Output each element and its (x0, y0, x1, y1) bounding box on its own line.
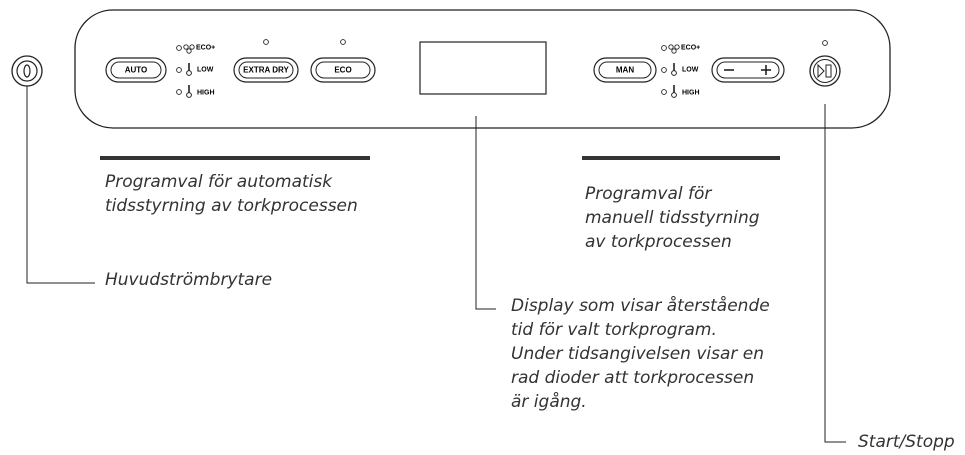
caption-line: Start/Stopp (858, 432, 955, 452)
man-mode-indicators: ECO+ LOW HIGH (661, 44, 700, 98)
display-leader (475, 116, 496, 310)
plus-icon[interactable] (761, 65, 771, 75)
caption-line: rad dioder att torkprocessen (511, 368, 755, 388)
caption-line: manuell tidsstyrning (585, 208, 760, 228)
man-mode-low-label: LOW (682, 67, 699, 74)
start-stop-led (822, 40, 828, 46)
fan-icon (183, 44, 195, 54)
auto-button[interactable]: AUTO (105, 57, 167, 83)
eco-button[interactable]: ECO (310, 57, 376, 83)
caption-line: av torkprocessen (585, 232, 732, 252)
fan-icon (668, 44, 680, 54)
auto-button-label: AUTO (125, 66, 148, 75)
display-screen (419, 41, 547, 95)
auto-high-led (176, 89, 182, 95)
caption-line: Huvudströmbrytare (105, 270, 273, 290)
auto-mode-high-label: HIGH (197, 90, 215, 97)
caption-line: Programval för automatisk (105, 172, 333, 192)
man-mode-eco-label: ECO+ (681, 45, 700, 52)
eco-led (340, 39, 346, 45)
thermometer-icon (186, 63, 192, 76)
auto-mode-indicators: ECO+ LOW HIGH (176, 44, 215, 98)
caption-line: tid för valt torkprogram. (511, 320, 717, 340)
thermometer-icon (186, 85, 192, 98)
auto-mode-eco-label: ECO+ (196, 45, 215, 52)
extra-dry-button-label: EXTRA DRY (243, 66, 289, 75)
man-mode-high-label: HIGH (682, 90, 700, 97)
auto-program-caption: Programval för automatisk tidsstyrning a… (105, 170, 358, 218)
man-eco-led (661, 45, 667, 51)
start-stop-caption: Start/Stopp (858, 430, 955, 454)
caption-line: är igång. (511, 392, 587, 412)
man-button[interactable]: MAN (593, 57, 657, 83)
play-pause-icon (817, 63, 832, 79)
thermometer-icon (671, 63, 677, 76)
auto-low-led (176, 67, 182, 73)
power-icon (23, 64, 31, 78)
caption-line: Display som visar återstående (511, 296, 770, 316)
eco-button-label: ECO (334, 66, 351, 75)
caption-line: Under tidsangivelsen visar en (511, 344, 765, 364)
minus-plus-button[interactable] (711, 57, 785, 83)
manual-group-bar (582, 156, 780, 160)
man-high-led (661, 89, 667, 95)
main-switch-leader (26, 86, 95, 284)
extra-dry-led (263, 39, 269, 45)
caption-line: tidsstyrning av torkprocessen (105, 196, 358, 216)
auto-group-bar (100, 156, 370, 160)
start-stop-leader (824, 104, 846, 443)
display-caption: Display som visar återstående tid för va… (511, 294, 770, 414)
manual-program-caption: Programval för manuell tidsstyrning av t… (585, 182, 760, 254)
panel-outline (74, 9, 891, 129)
extra-dry-button[interactable]: EXTRA DRY (233, 57, 299, 83)
start-stop-button[interactable] (809, 55, 841, 87)
man-low-led (661, 67, 667, 73)
man-button-label: MAN (616, 66, 634, 75)
auto-mode-low-label: LOW (197, 67, 214, 74)
main-power-switch[interactable] (11, 55, 43, 87)
thermometer-icon (671, 85, 677, 98)
auto-eco-led (176, 45, 182, 51)
caption-line: Programval för (585, 184, 712, 204)
main-switch-caption: Huvudströmbrytare (105, 268, 272, 292)
